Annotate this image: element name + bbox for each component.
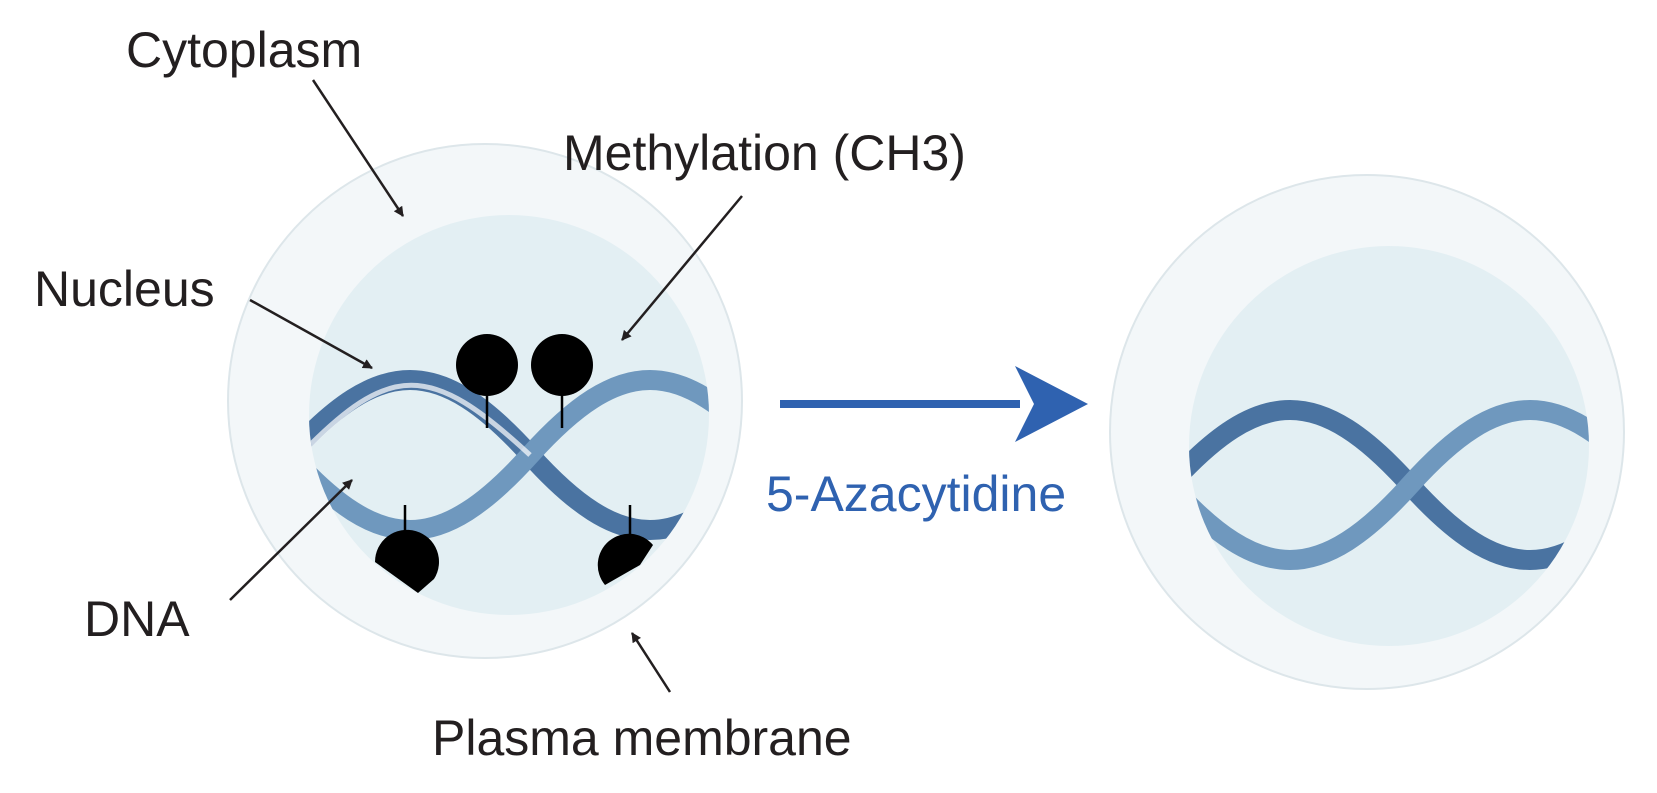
dna-label: DNA xyxy=(84,591,190,647)
plasma-membrane-label: Plasma membrane xyxy=(432,710,852,766)
methylation-pointer xyxy=(621,195,743,341)
dna-pointer xyxy=(229,479,353,601)
plasma-membrane-pointer xyxy=(630,632,672,693)
nucleus-right xyxy=(1189,246,1589,646)
drug-label: 5-Azacytidine xyxy=(766,466,1066,522)
cell-demethylated xyxy=(1109,174,1625,690)
methyl-group-top-1 xyxy=(456,334,518,428)
treatment-arrow xyxy=(780,366,1088,442)
nucleus-label: Nucleus xyxy=(34,261,215,317)
cytoplasm-pointer xyxy=(311,79,405,217)
cytoplasm-label: Cytoplasm xyxy=(126,22,362,78)
methyl-group-top-2 xyxy=(531,334,593,428)
nucleus-pointer xyxy=(249,298,373,370)
methyl-group-bottom-1 xyxy=(374,505,439,593)
methyl-group-bottom-2 xyxy=(597,505,653,585)
methylation-label: Methylation (CH3) xyxy=(563,125,966,181)
nucleus-left xyxy=(309,215,709,615)
cell-methylated xyxy=(227,143,743,659)
